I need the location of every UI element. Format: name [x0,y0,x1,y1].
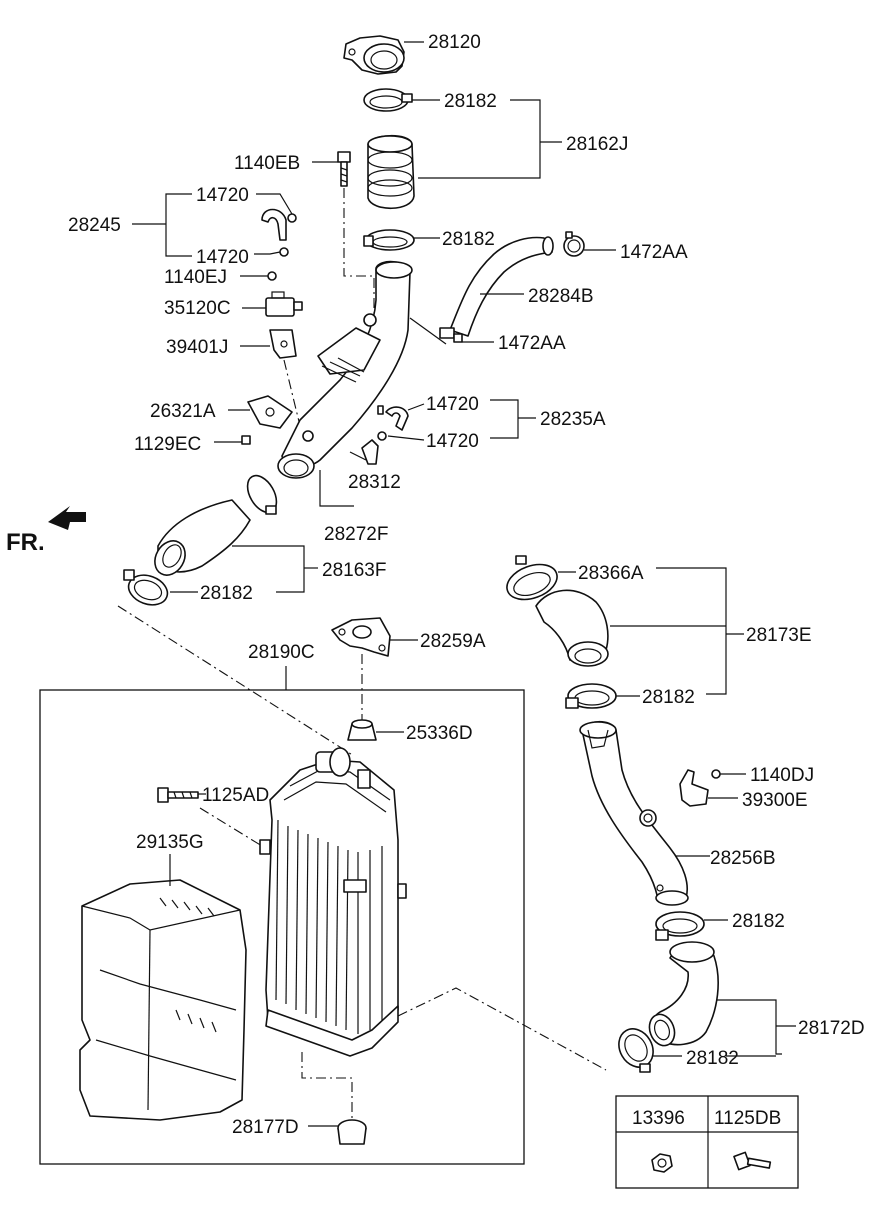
bolt-1129EC[interactable] [241,435,251,445]
part-28120[interactable] [343,35,405,75]
bolt-1140DJ[interactable] [711,769,721,779]
label-1129EC: 1129EC [134,434,201,455]
clamp-28182-b[interactable] [363,229,415,251]
label-28284B: 28284B [528,286,594,307]
part-hose-28173E[interactable] [535,589,609,667]
label-29135G: 29135G [136,832,204,853]
label-28312: 28312 [348,472,401,493]
label-28163F: 28163F [322,560,386,581]
group-box-28190C [39,689,525,1165]
label-28182-a: 28182 [444,91,497,112]
clamp-14720-d[interactable] [377,431,387,441]
label-28120: 28120 [428,32,481,53]
part-hose-28163F[interactable] [149,499,251,581]
clamp-28182-f[interactable] [612,1023,660,1074]
bolt-1140EB[interactable] [337,151,351,187]
label-14720-d: 14720 [426,431,479,452]
label-28162J: 28162J [566,134,628,155]
label-25336D: 25336D [406,723,473,744]
label-1472AA-a: 1472AA [620,242,688,263]
clamp-28182-tube[interactable] [242,471,283,518]
label-front: FR. [6,529,45,556]
part-hose-28284B[interactable] [449,236,554,337]
part-hose-28235A[interactable] [385,406,409,431]
label-28245: 28245 [68,215,121,236]
bracket-39401J[interactable] [269,329,297,359]
label-1140EB: 1140EB [234,153,300,174]
label-28235A: 28235A [540,409,606,430]
label-28256B: 28256B [710,848,776,869]
label-28172D: 28172D [798,1018,865,1039]
label-28366A: 28366A [578,563,644,584]
label-1125AD: 1125AD [202,785,269,806]
part-pipe-28256B[interactable] [579,720,689,906]
clamp-28182-c[interactable] [123,569,172,610]
label-1472AA-b: 1472AA [498,333,566,354]
grommet-28177D[interactable] [337,1119,367,1145]
part-elbow-28172D[interactable] [645,941,719,1049]
part-hose-28245[interactable] [261,208,287,241]
clamp-14720-c[interactable] [377,405,384,415]
front-direction-arrow [48,506,86,530]
label-28182-d: 28182 [642,687,695,708]
clamp-14720-a[interactable] [287,213,297,223]
clamp-28182-d[interactable] [565,683,617,709]
clamp-28182-a[interactable] [363,88,413,112]
part-tube-28272F[interactable] [277,260,413,479]
gasket-26321A[interactable] [247,395,293,429]
label-28182-f: 28182 [686,1048,739,1069]
label-26321A: 26321A [150,401,216,422]
legend-col1: 13396 [632,1108,685,1129]
label-28182-c: 28182 [200,583,253,604]
intercooler-core[interactable] [259,747,407,1057]
clamp-28366A[interactable] [502,555,562,606]
label-28182-e: 28182 [732,911,785,932]
clamp-1472AA-a[interactable] [563,231,585,257]
label-35120C: 35120C [164,298,231,319]
label-28182-b: 28182 [442,229,495,250]
bracket-28162J [418,99,541,179]
label-14720-b: 14720 [196,247,249,268]
label-39300E: 39300E [742,790,808,811]
bracket-28259A[interactable] [331,617,391,657]
label-14720-a: 14720 [196,185,249,206]
label-28259A: 28259A [420,631,486,652]
label-1140EJ: 1140EJ [164,267,227,288]
clamp-28182-e[interactable] [655,911,705,941]
bolt-1140EJ[interactable] [267,271,277,281]
legend-col2: 1125DB [714,1108,781,1129]
clamp-1472AA-b[interactable] [439,327,463,343]
bolt-1125DB-icon [733,1151,772,1171]
pipe-28312[interactable] [361,439,379,465]
part-hose-28162J[interactable] [367,134,415,209]
nut-13396-icon [651,1153,673,1173]
label-28177D: 28177D [232,1117,299,1138]
clamp-14720-b[interactable] [279,247,289,257]
sensor-35120C[interactable] [265,291,303,317]
label-39401J: 39401J [166,337,228,358]
grommet-25336D[interactable] [347,719,377,741]
label-14720-c: 14720 [426,394,479,415]
label-28173E: 28173E [746,625,812,646]
label-28190C: 28190C [248,642,315,663]
hardware-legend [615,1095,799,1189]
label-1140DJ: 1140DJ [750,765,814,786]
air-guide-29135G[interactable] [79,879,247,1121]
bolt-1125AD[interactable] [157,787,199,803]
label-28272F: 28272F [324,524,388,545]
sensor-39300E[interactable] [679,769,709,807]
